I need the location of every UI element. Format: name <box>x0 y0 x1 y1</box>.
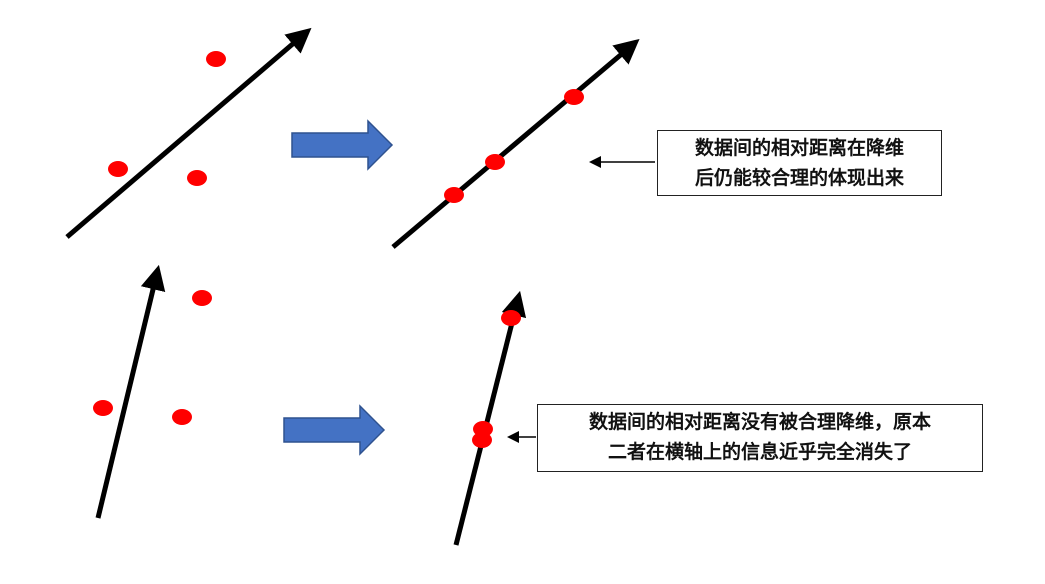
block-arrow-top <box>291 119 394 171</box>
callout-bottom-line2: 二者在横轴上的信息近乎完全消失了 <box>607 441 912 463</box>
axis-bottom-left <box>95 264 166 519</box>
callout-bottom-line1: 数据间的相对距离没有被合理降维，原本 <box>588 411 931 433</box>
axis-top-right <box>391 38 640 249</box>
point-top-right-1 <box>564 89 584 105</box>
point-bottom-left-3 <box>172 409 192 425</box>
point-bottom-right-1 <box>501 310 521 326</box>
callout-bottom: 数据间的相对距离没有被合理降维，原本 二者在横轴上的信息近乎完全消失了 <box>537 404 983 472</box>
point-bottom-left-1 <box>192 290 212 306</box>
point-top-right-2 <box>485 154 505 170</box>
callout-top-line2: 后仍能较合理的体现出来 <box>694 167 904 189</box>
callout-top: 数据间的相对距离在降维 后仍能较合理的体现出来 <box>657 130 942 196</box>
point-top-left-3 <box>187 170 207 186</box>
point-bottom-right-3 <box>472 432 492 448</box>
point-top-left-2 <box>108 161 128 177</box>
block-arrow-bottom <box>283 404 386 456</box>
point-bottom-left-2 <box>93 400 113 416</box>
point-top-right-3 <box>444 187 464 203</box>
axis-top-left <box>65 27 312 239</box>
callout-top-line1: 数据间的相对距离在降维 <box>694 137 904 159</box>
point-top-left-1 <box>206 51 226 67</box>
